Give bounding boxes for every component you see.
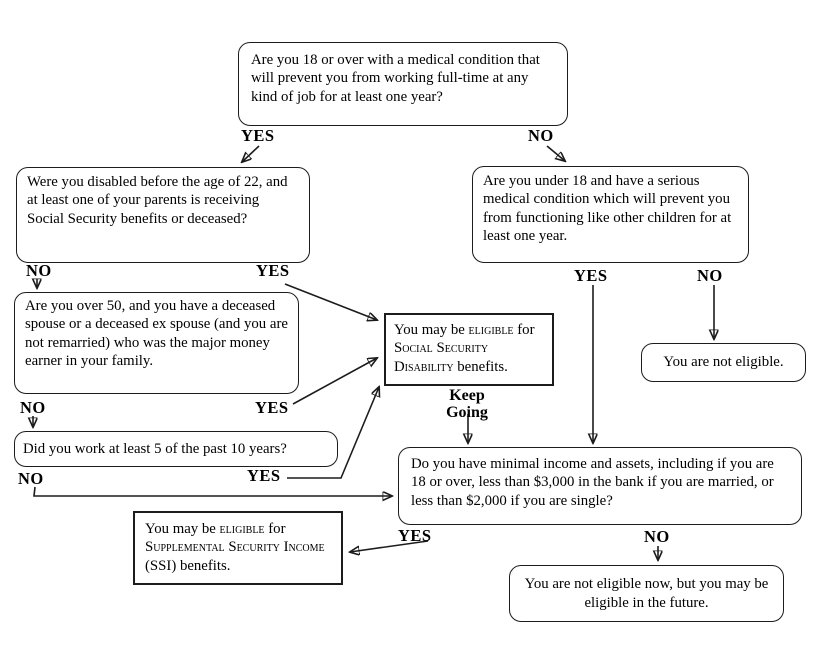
label-keep-going: Keep Going xyxy=(446,387,488,421)
node-over-50: Are you over 50, and you have a deceased… xyxy=(14,292,299,394)
label-o50-yes: YES xyxy=(255,398,289,417)
connector-o50-yes xyxy=(292,358,377,405)
connector-main-yes xyxy=(242,145,260,162)
node-worked-5-of-10: Did you work at least 5 of the past 10 y… xyxy=(14,431,338,467)
label-dw-no: NO xyxy=(18,469,44,488)
label-dw-yes: YES xyxy=(247,466,281,485)
label-d22-yes: YES xyxy=(256,261,290,280)
node-ssd-eligible: You may be eligible for Social Security … xyxy=(384,313,554,386)
label-o50-no: NO xyxy=(20,398,46,417)
label-u18-no: NO xyxy=(697,266,723,285)
connector-main-no xyxy=(546,145,565,161)
node-income-assets: Do you have minimal income and assets, i… xyxy=(398,447,802,525)
node-main-question: Are you 18 or over with a medical condit… xyxy=(238,42,568,126)
node-not-eligible: You are not eligible. xyxy=(641,343,806,382)
node-not-eligible-now: You are not eligible now, but you may be… xyxy=(509,565,784,622)
node-ssi-eligible: You may be eligible for Supplemental Sec… xyxy=(133,511,343,585)
node-disabled-before-22: Were you disabled before the age of 22, … xyxy=(16,167,310,263)
label-u18-yes: YES xyxy=(574,266,608,285)
label-inc-no: NO xyxy=(644,527,670,546)
connector-dw-no xyxy=(33,486,392,496)
label-inc-yes: YES xyxy=(398,526,432,545)
label-d22-no: NO xyxy=(26,261,52,280)
node-under-18: Are you under 18 and have a serious medi… xyxy=(472,166,749,263)
label-main-no: NO xyxy=(528,126,554,145)
label-main-yes: YES xyxy=(241,126,275,145)
